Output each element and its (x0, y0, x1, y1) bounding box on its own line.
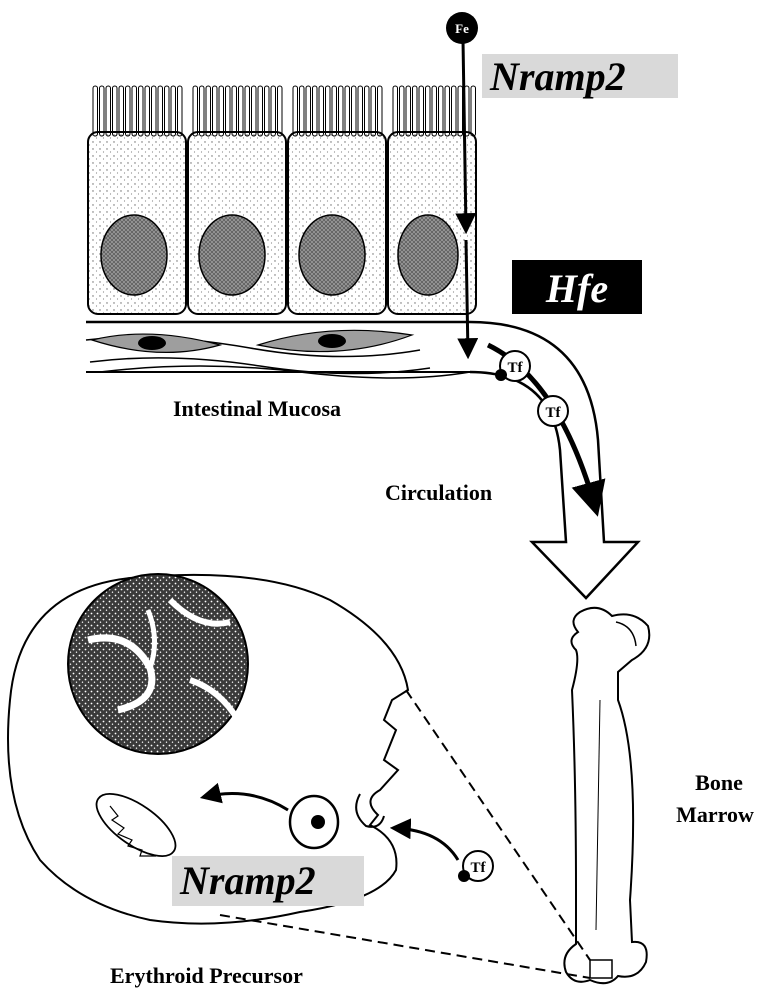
circulation-label: Circulation (385, 480, 492, 505)
microvillus (226, 86, 231, 136)
iron-atom-icon (458, 870, 470, 882)
microvillus (406, 86, 411, 136)
microvillus (393, 86, 398, 136)
bone-marrow-label-line2: Marrow (676, 802, 754, 827)
erythroid-nucleus (68, 574, 248, 754)
microvillus (165, 86, 170, 136)
enterocyte-nucleus (398, 215, 458, 295)
enterocyte-cells (88, 132, 476, 314)
microvillus (445, 86, 450, 136)
microvillus (193, 86, 198, 136)
tf-label: Tf (508, 360, 524, 376)
microvilli (93, 86, 476, 136)
transferrin-circulation-2: Tf (538, 396, 568, 426)
microvillus (278, 86, 283, 136)
microvillus (113, 86, 118, 136)
microvillus (252, 86, 257, 136)
microvillus (213, 86, 218, 136)
microvillus (265, 86, 270, 136)
femur-bone (564, 608, 649, 983)
microvillus (413, 86, 418, 136)
microvillus (306, 86, 311, 136)
microvillus (319, 86, 324, 136)
microvillus (313, 86, 318, 136)
intestinal-mucosa-label: Intestinal Mucosa (173, 396, 341, 421)
microvillus (345, 86, 350, 136)
iron-atom-icon (495, 369, 507, 381)
microvillus (358, 86, 363, 136)
microvillus (271, 86, 276, 136)
hfe-label: Hfe (545, 266, 608, 311)
nramp2-top-label: Nramp2 (489, 54, 626, 99)
microvillus (400, 86, 405, 136)
microvillus (145, 86, 150, 136)
microvillus (458, 86, 463, 136)
circulation-channel (470, 322, 638, 598)
endocytosis-arrow (394, 828, 458, 860)
microvillus (332, 86, 337, 136)
endosome (290, 796, 338, 848)
microvillus (326, 86, 331, 136)
microvillus (352, 86, 357, 136)
microvillus (471, 86, 476, 136)
microvillus (365, 86, 370, 136)
fe-label: Fe (455, 21, 469, 36)
microvillus (100, 86, 105, 136)
microvillus (206, 86, 211, 136)
enterocyte-nucleus (101, 215, 167, 295)
tf-label: Tf (471, 860, 487, 876)
microvillus (293, 86, 298, 136)
microvillus (132, 86, 137, 136)
microvillus (432, 86, 437, 136)
erythroid-precursor-label: Erythroid Precursor (110, 963, 303, 988)
microvillus (300, 86, 305, 136)
fe-transfer-arrow (466, 240, 468, 355)
microvillus (339, 86, 344, 136)
microvillus (452, 86, 457, 136)
microvillus (419, 86, 424, 136)
microvillus (106, 86, 111, 136)
microvillus (200, 86, 205, 136)
microvillus (245, 86, 250, 136)
nramp2-bottom-label-box: Nramp2 (172, 856, 364, 906)
fibroblast (258, 330, 412, 351)
microvillus (439, 86, 444, 136)
intestinal-epithelium (86, 86, 476, 378)
transferrin-bone-marrow: Tf (458, 851, 493, 882)
microvillus (371, 86, 376, 136)
microvillus (232, 86, 237, 136)
tf-label: Tf (546, 405, 562, 421)
enterocyte-nucleus (299, 215, 365, 295)
microvillus (93, 86, 98, 136)
hfe-label-box: Hfe (512, 260, 642, 314)
fibroblast (92, 334, 220, 352)
nramp2-bottom-label: Nramp2 (179, 858, 316, 903)
iron-atom-icon (311, 815, 325, 829)
bone-marrow-label-line1: Bone (695, 770, 743, 795)
microvillus (219, 86, 224, 136)
microvillus (171, 86, 176, 136)
nramp2-top-label-box: Nramp2 (482, 54, 678, 99)
microvillus (426, 86, 431, 136)
microvillus (178, 86, 183, 136)
microvillus (239, 86, 244, 136)
enterocyte-nucleus (199, 215, 265, 295)
microvillus (152, 86, 157, 136)
microvillus (119, 86, 124, 136)
microvillus (126, 86, 131, 136)
microvillus (258, 86, 263, 136)
microvillus (158, 86, 163, 136)
microvillus (139, 86, 144, 136)
microvillus (378, 86, 383, 136)
